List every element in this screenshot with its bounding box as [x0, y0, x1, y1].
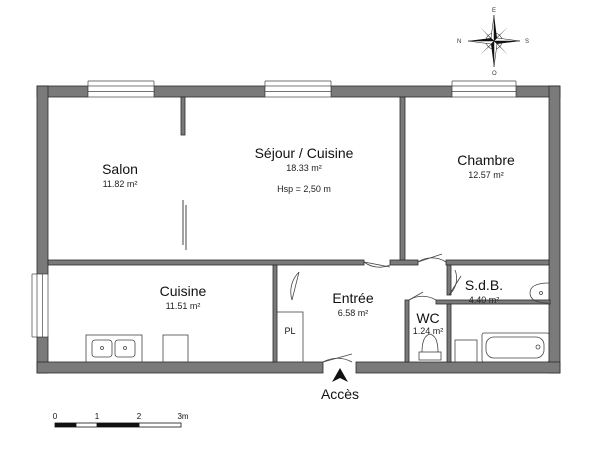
- windows: [36, 85, 517, 338]
- wall-bottom-left: [36, 361, 324, 374]
- wall-wc-right: [446, 303, 452, 363]
- wall-bottom-right: [355, 361, 561, 374]
- room-chambre-name: Chambre: [457, 152, 515, 168]
- door-cuisine: [291, 271, 300, 301]
- room-cuisine-name: Cuisine: [160, 283, 207, 299]
- room-sejour-name: Séjour / Cuisine: [255, 145, 354, 161]
- washbasin: [529, 282, 550, 304]
- doors: [290, 253, 462, 363]
- wall-right: [548, 85, 561, 374]
- wall-mid-center: [389, 259, 419, 266]
- room-salon-name: Salon: [102, 161, 138, 177]
- door-sdb: [448, 275, 462, 296]
- access-label: Accès: [321, 386, 359, 402]
- scale-tick-2: 2: [137, 412, 142, 421]
- bath-tub: [481, 332, 550, 363]
- room-pl-name: PL: [284, 326, 295, 336]
- scale-tick-0: 0: [53, 412, 58, 421]
- wall-top-3: [330, 85, 453, 98]
- wall-mid-right: [445, 259, 550, 266]
- wall-mid-left: [47, 259, 365, 266]
- compass-o: O: [492, 71, 497, 77]
- room-cuisine-area: 11.51 m²: [166, 301, 201, 311]
- room-wc-name: WC: [416, 310, 439, 326]
- wall-left-upper: [36, 85, 49, 275]
- sink-basin-1: [91, 339, 113, 358]
- room-sdb-name: S.d.B.: [465, 277, 503, 293]
- room-sejour-hsp: Hsp = 2,50 m: [277, 184, 331, 194]
- room-sejour-area: 18.33 m²: [286, 163, 322, 173]
- sink-basin-2: [114, 339, 136, 358]
- scale-tick-3: 3m: [177, 412, 188, 421]
- wall-sejour-chambre: [399, 96, 406, 261]
- room-entree-name: Entrée: [332, 290, 373, 306]
- sdb-cabinet: [454, 339, 478, 363]
- room-labels: Salon 11.82 m² Séjour / Cuisine 18.33 m²…: [102, 145, 515, 336]
- sliding-door-salon: [182, 200, 187, 250]
- wall-wc-top: [435, 299, 551, 305]
- compass-s: S: [525, 39, 529, 45]
- scale-bar: 0 1 2 3m: [53, 412, 189, 428]
- wall-top-2: [153, 85, 266, 98]
- wall-salon-sejour: [180, 96, 186, 136]
- scale-tick-1: 1: [95, 412, 100, 421]
- wall-cuisine-entree: [272, 264, 278, 363]
- pl-closet: [276, 311, 304, 363]
- kitchen-counter: [85, 334, 143, 363]
- compass-e: E: [492, 8, 496, 14]
- compass-n: N: [457, 39, 461, 45]
- wall-sdb-left: [446, 264, 452, 296]
- kitchen-appliance: [162, 334, 189, 363]
- toilet-tank: [418, 351, 442, 361]
- toilet-bowl: [421, 333, 439, 353]
- room-entree-area: 6.58 m²: [338, 308, 369, 318]
- fixtures: [85, 282, 550, 363]
- window-frames: [31, 80, 517, 338]
- room-chambre-area: 12.57 m²: [468, 170, 504, 180]
- room-wc-area: 1.24 m²: [413, 326, 444, 336]
- walls: [36, 85, 561, 374]
- room-sdb-area: 4.40 m²: [469, 295, 500, 305]
- compass-rose-icon: N S E O: [457, 8, 529, 77]
- wall-wc-left: [404, 299, 410, 363]
- access-arrow-icon: [332, 368, 348, 382]
- room-salon-area: 11.82 m²: [103, 179, 138, 189]
- access-marker: Accès: [321, 368, 359, 402]
